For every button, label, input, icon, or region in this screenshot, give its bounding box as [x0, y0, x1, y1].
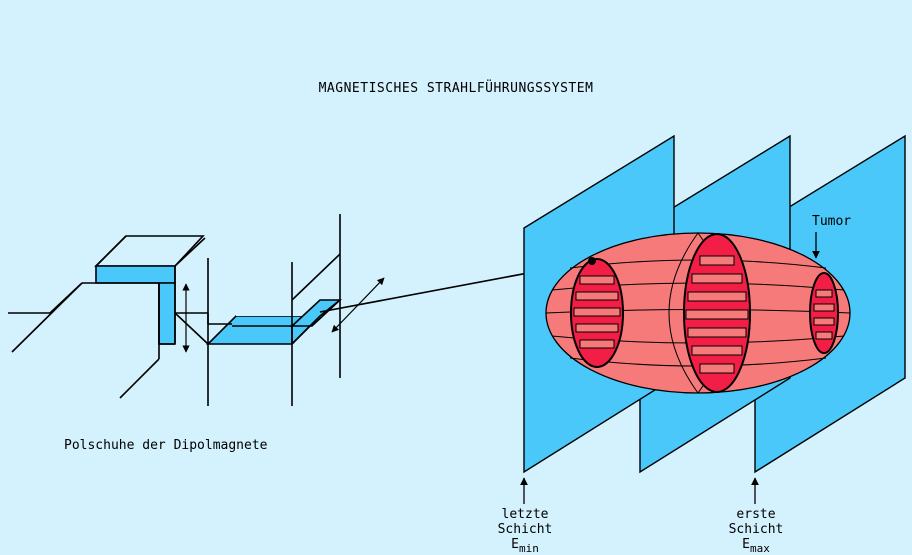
- magnet-1-side-face: [158, 282, 176, 345]
- last-layer-line2: Schicht: [497, 522, 553, 537]
- last-layer-line1: letzte: [501, 507, 549, 522]
- energy-max-sub: max: [749, 542, 770, 555]
- energy-max-base: E: [742, 537, 750, 552]
- energy-min-base: E: [511, 537, 519, 552]
- tumor-label: Tumor: [812, 214, 852, 229]
- magnet-2-front-face: [236, 300, 320, 316]
- magnet-1-front-face: [95, 265, 176, 284]
- slice-last-layer: [570, 258, 624, 368]
- beam-spot: [588, 257, 596, 265]
- last-layer-label: letzte Schicht Emin: [485, 507, 565, 555]
- slice-middle-layer: [683, 233, 751, 393]
- first-layer-line2: Schicht: [728, 522, 784, 537]
- layer-slices: [570, 233, 839, 393]
- first-layer-label: erste Schicht Emax: [716, 507, 796, 555]
- energy-min-sub: min: [518, 542, 539, 555]
- last-layer-energy: Emin: [485, 537, 565, 555]
- first-layer-energy: Emax: [716, 537, 796, 555]
- diagram-title: MAGNETISCHES STRAHLFÜHRUNGSSYSTEM: [318, 81, 594, 96]
- pole-shoes-label: Polschuhe der Dipolmagnete: [64, 438, 268, 453]
- slice-first-layer: [809, 272, 839, 354]
- first-layer-line1: erste: [736, 507, 776, 522]
